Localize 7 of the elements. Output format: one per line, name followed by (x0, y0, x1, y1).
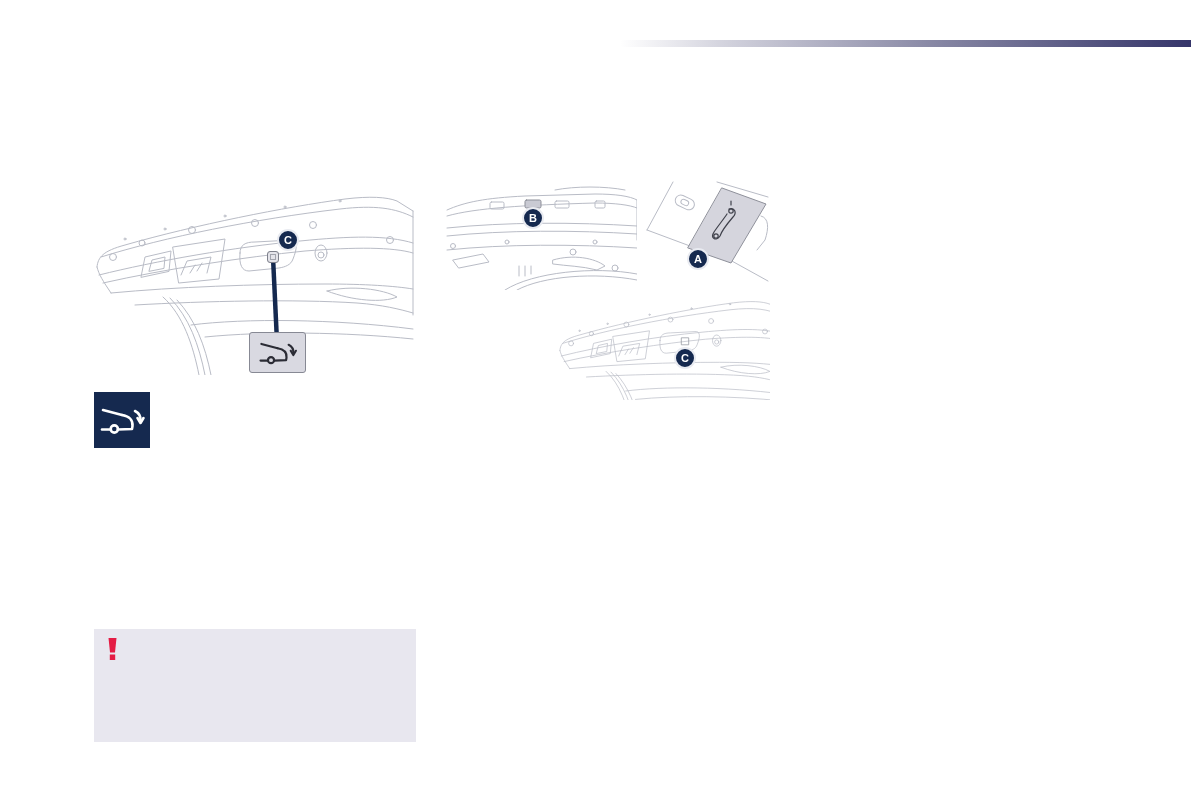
callout-letter: A (687, 248, 709, 270)
zoom-inset (249, 332, 306, 373)
callout-letter: C (674, 347, 696, 369)
leader-line (271, 262, 279, 333)
callout-letter: B (522, 207, 544, 229)
callout-letter: C (277, 229, 299, 251)
tailgate-switch (267, 251, 279, 263)
